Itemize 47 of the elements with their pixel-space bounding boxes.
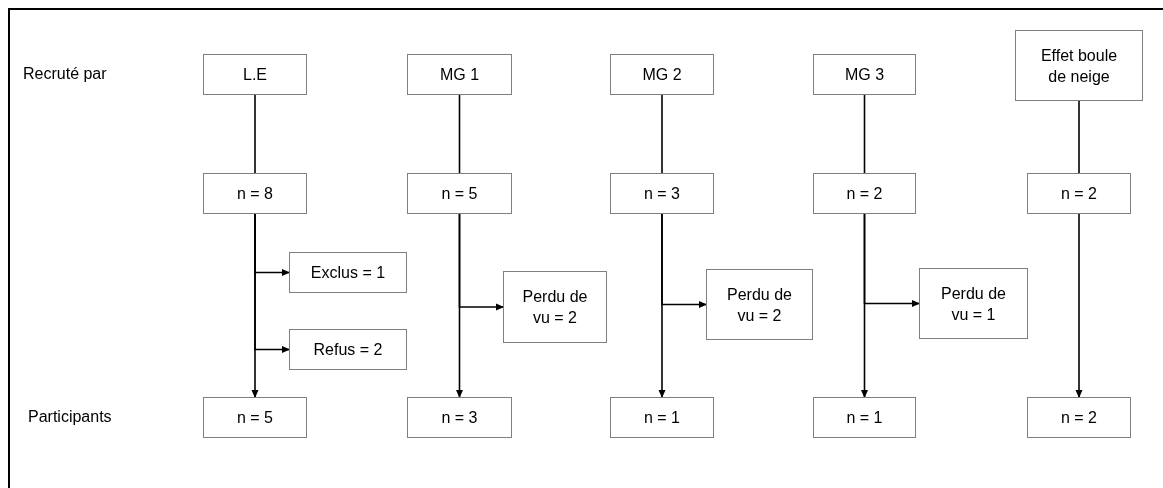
arrow [456, 213, 463, 398]
box-text: n = 3 [440, 408, 479, 428]
box-text: Perdu de vu = 2 [726, 284, 793, 326]
box-text: MG 1 [438, 65, 481, 85]
process-box [289, 329, 407, 370]
box-text: n = 8 [236, 184, 274, 204]
process-box [610, 54, 714, 95]
box-text: Refus = 2 [312, 340, 384, 360]
box-text: MG 3 [843, 65, 886, 85]
process-box [813, 397, 916, 438]
box-text: Perdu de vu = 1 [940, 283, 1007, 325]
box-text: MG 2 [641, 65, 683, 85]
box-text: n = 3 [643, 184, 681, 204]
box-text: n = 5 [440, 184, 479, 204]
process-box [1027, 173, 1131, 214]
row-label: Participants [28, 408, 112, 426]
box-text: n = 2 [845, 184, 884, 204]
box-text: n = 1 [845, 408, 884, 428]
box-text: n = 1 [643, 408, 681, 428]
process-box [203, 173, 307, 214]
box-text: Exclus = 1 [309, 263, 387, 283]
process-box [813, 54, 916, 95]
box-text: n = 2 [1060, 408, 1098, 428]
arrow [861, 213, 868, 398]
process-box [919, 268, 1028, 339]
process-box [610, 173, 714, 214]
process-box [289, 252, 407, 293]
process-box [407, 54, 512, 95]
process-box [203, 397, 307, 438]
process-box [1015, 30, 1143, 101]
box-text: L.E [242, 65, 268, 85]
process-box [1027, 397, 1131, 438]
process-box [503, 271, 607, 343]
process-box [706, 269, 813, 340]
process-box [203, 54, 307, 95]
box-text: n = 2 [1060, 184, 1098, 204]
box-text: Perdu de vu = 2 [521, 287, 589, 328]
process-box [407, 397, 512, 438]
process-box [813, 173, 916, 214]
arrow [658, 213, 666, 398]
arrow [1075, 213, 1083, 398]
box-text: n = 5 [236, 408, 274, 428]
row-label: Recruté par [23, 65, 107, 83]
arrow [251, 213, 259, 398]
process-box [407, 173, 512, 214]
box-text: Effet boule de neige [1039, 45, 1119, 87]
process-box [610, 397, 714, 438]
